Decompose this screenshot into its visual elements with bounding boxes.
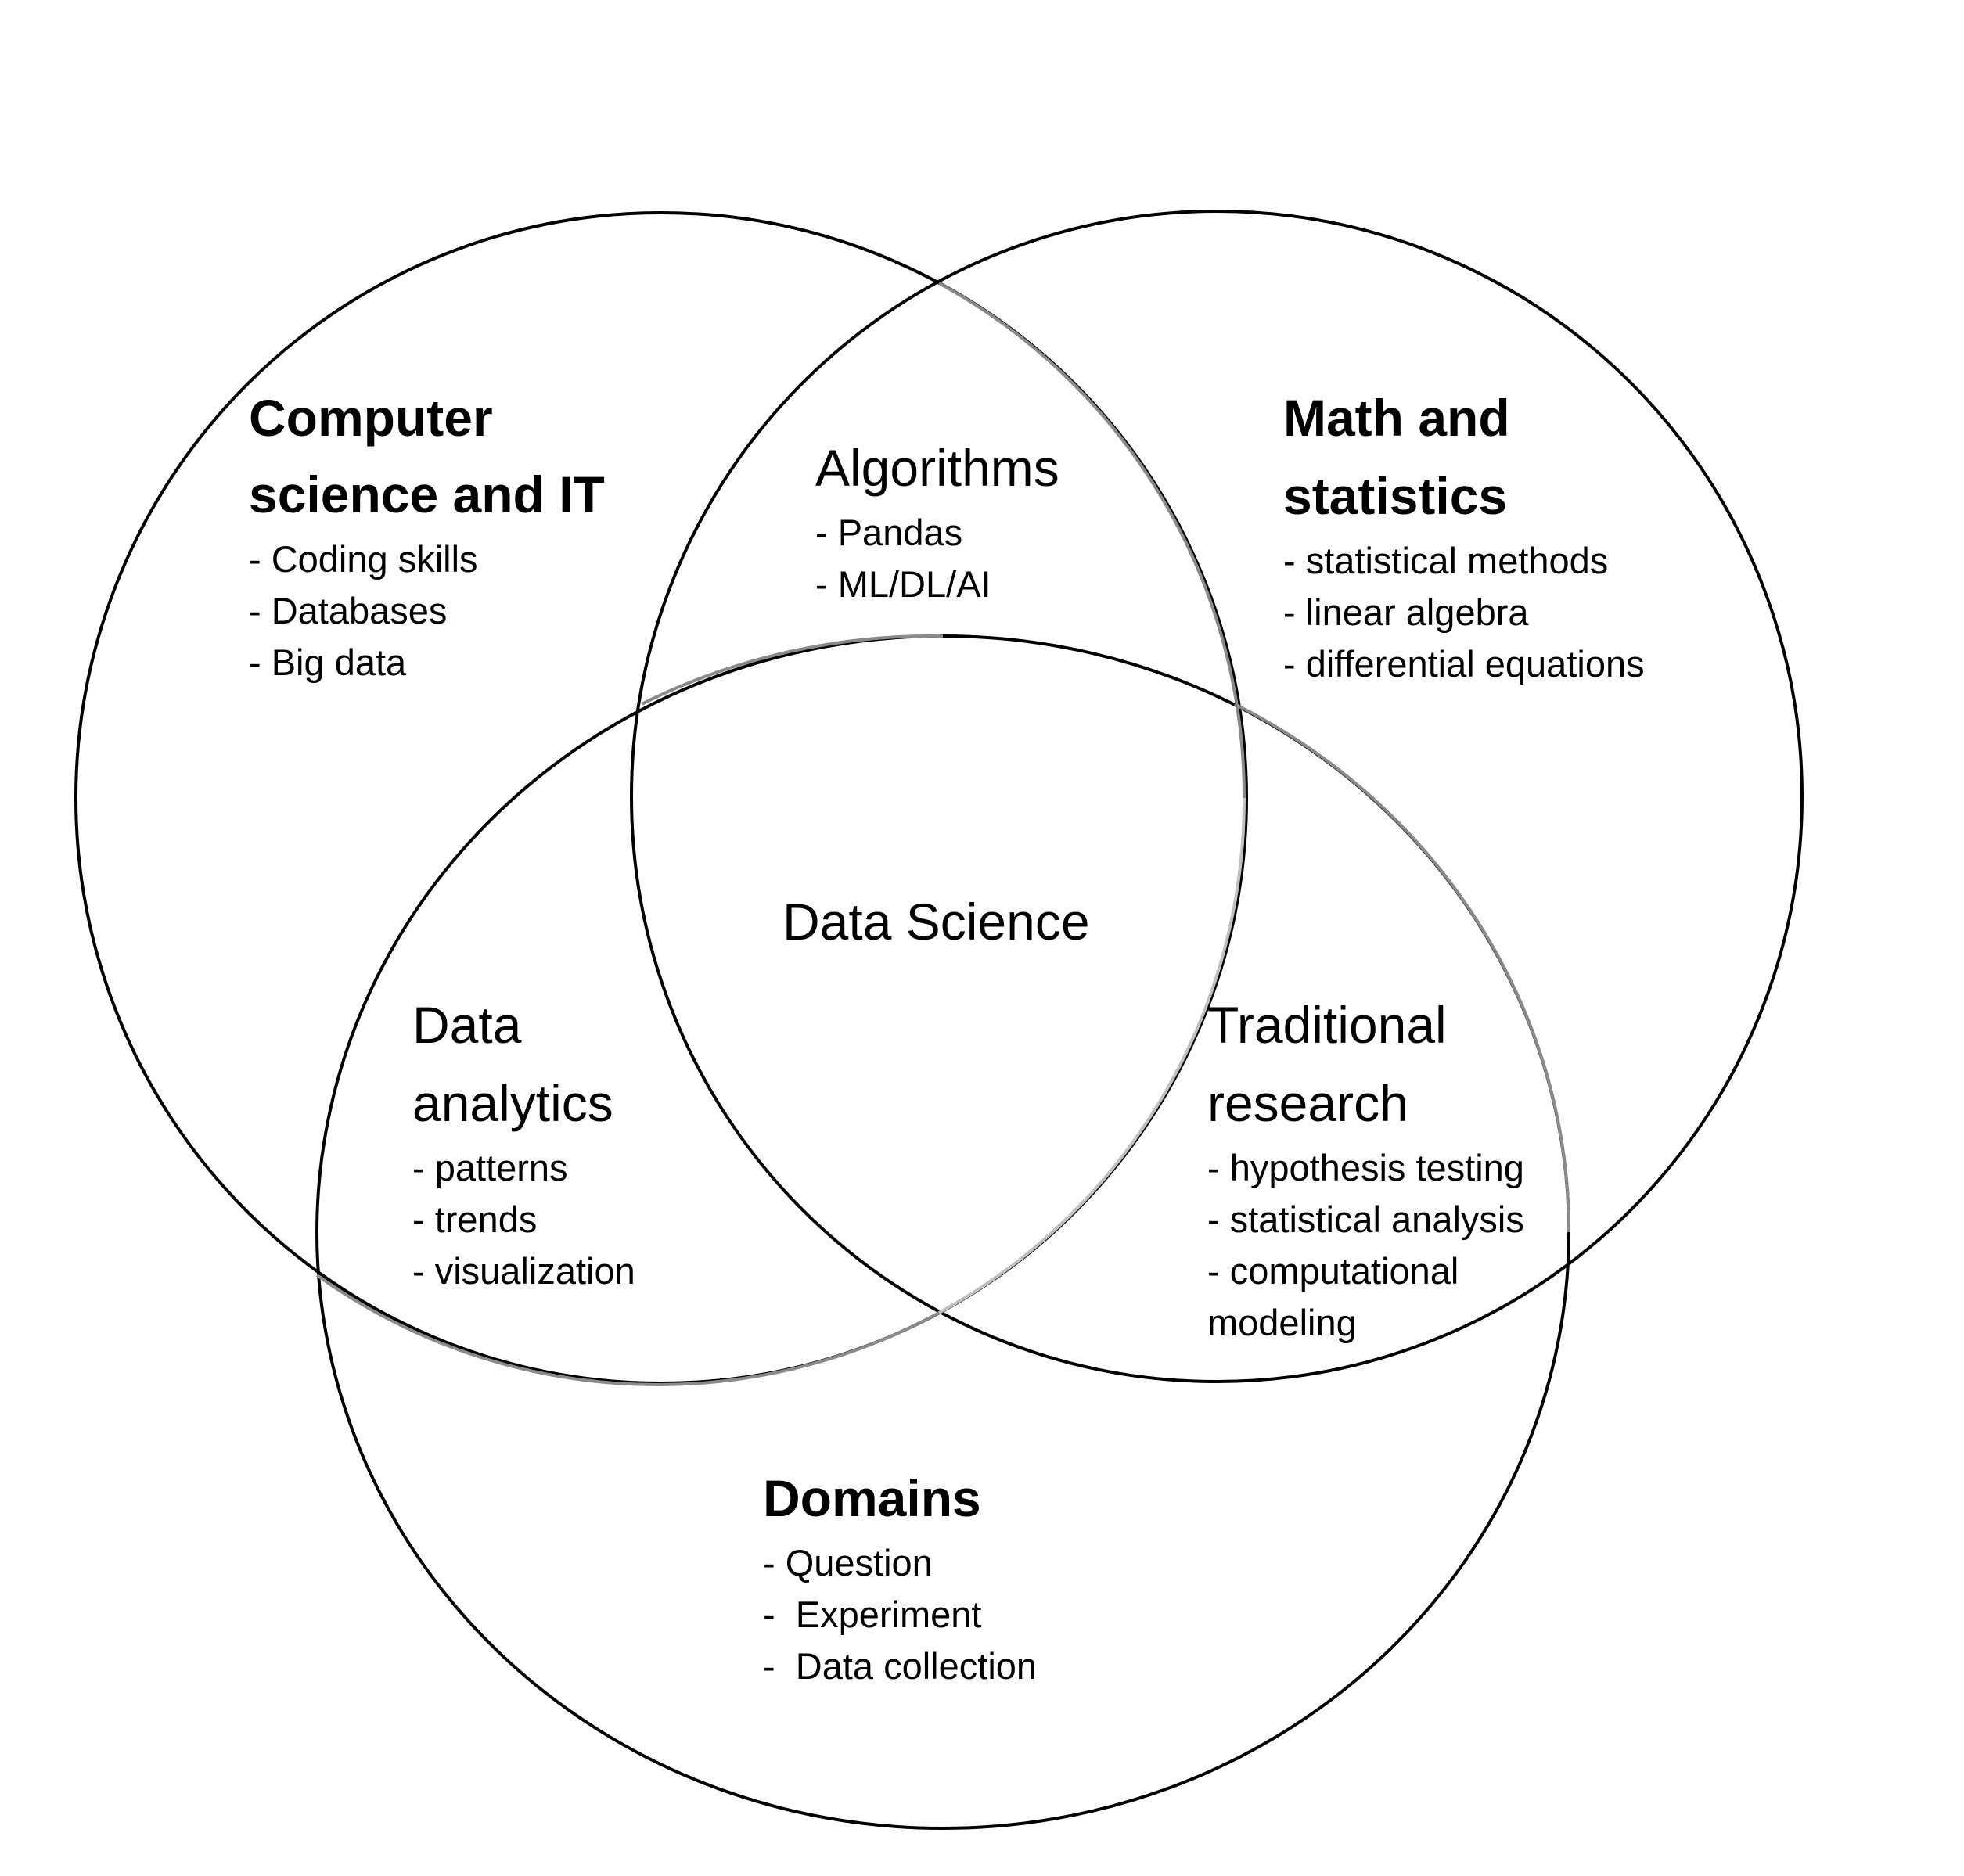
region-title-line: Algorithms [815,439,1059,497]
list-item: modeling [1207,1302,1357,1343]
region-title-line: Data Science [782,893,1090,951]
list-item: - computational [1207,1250,1459,1292]
region-title-line: Domains [763,1469,981,1527]
list-item: - linear algebra [1283,591,1529,633]
list-item: - Pandas [815,512,963,553]
arc-math-inside-domains-lower [938,797,1246,1314]
region-title-line: Traditional [1207,996,1447,1054]
arc-domains-inside-cs [641,634,944,706]
list-item: - differential equations [1283,643,1645,685]
list-item: - patterns [412,1147,568,1188]
list-item: - ML/DL/AI [815,563,991,605]
region-title-line: research [1207,1074,1408,1132]
list-item: - Data collection [763,1645,1038,1687]
region-data-analytics: Data analytics - patterns - trends - vis… [412,986,635,1297]
region-title-line: Computer [249,389,493,447]
region-title-line: Data [412,996,522,1054]
circle-math-statistics [630,210,1804,1383]
region-title-line: science and IT [249,465,605,523]
region-data-science: Data Science [782,882,1090,961]
list-item: - statistical analysis [1207,1199,1524,1240]
region-computer-science: Computer science and IT - Coding skills … [249,379,605,688]
arc-cs-inside-domains [315,1274,940,1386]
list-item: - Big data [249,642,407,683]
list-item: - Question [763,1542,933,1583]
list-item: - trends [412,1199,538,1240]
region-title-line: statistics [1283,467,1508,525]
list-item: - statistical methods [1283,540,1609,581]
region-title-line: Math and [1283,389,1510,447]
list-item: - visualization [412,1250,635,1292]
region-title-line: analytics [412,1074,613,1132]
region-math-statistics: Math and statistics - statistical method… [1283,379,1645,690]
list-item: - Experiment [763,1594,982,1635]
list-item: - hypothesis testing [1207,1147,1524,1188]
region-domains: Domains - Question - Experiment - Data c… [763,1459,1037,1692]
arc-domains-inside-math [1234,703,1571,1233]
list-item: - Coding skills [249,538,478,580]
region-traditional-research: Traditional research - hypothesis testin… [1207,986,1524,1349]
region-algorithms: Algorithms - Pandas - ML/DL/AI [815,429,1059,610]
list-item: - Databases [249,590,448,631]
